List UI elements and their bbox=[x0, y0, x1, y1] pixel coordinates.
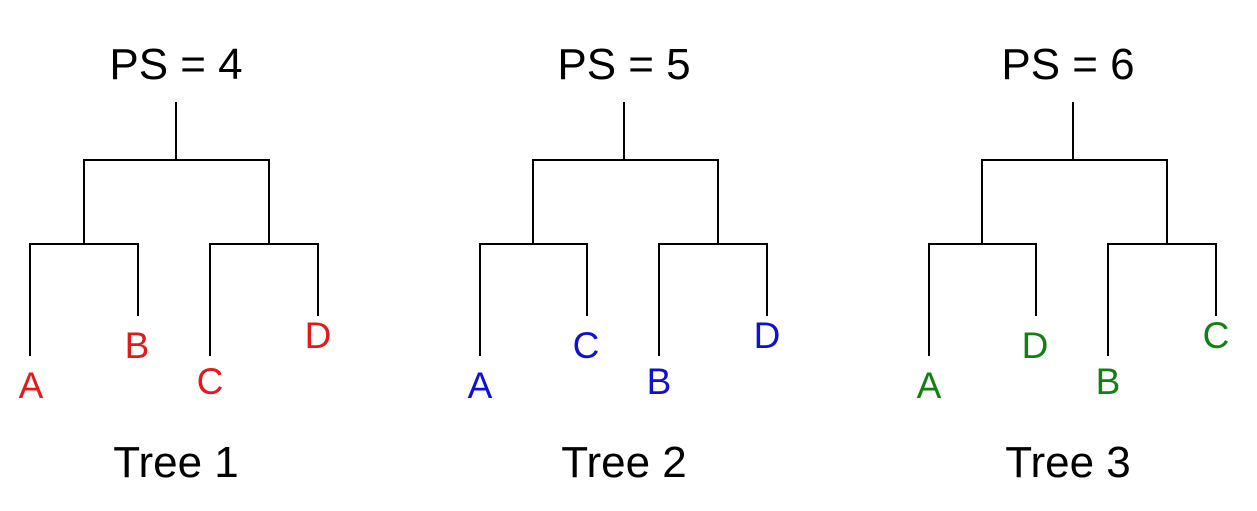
tree-3: PS = 6 A D B C Tree 3 bbox=[917, 40, 1230, 487]
tree-3-tip-d: D bbox=[1022, 325, 1049, 366]
tree-1-ps-label: PS = 4 bbox=[109, 40, 242, 89]
tree-2-tip-c: C bbox=[573, 325, 600, 366]
tree-2-ps-label: PS = 5 bbox=[557, 40, 690, 89]
tree-1-tip-a: A bbox=[19, 365, 44, 406]
tree-1-tip-c: C bbox=[197, 361, 224, 402]
tree-2-label: Tree 2 bbox=[561, 438, 687, 487]
tree-3-tip-a: A bbox=[917, 365, 942, 406]
tree-2: PS = 5 A C B D Tree 2 bbox=[468, 40, 781, 487]
tree-3-tip-c: C bbox=[1203, 315, 1230, 356]
tree-3-ps-label: PS = 6 bbox=[1001, 40, 1134, 89]
tree-1-tip-b: B bbox=[125, 325, 150, 366]
tree-3-label: Tree 3 bbox=[1005, 438, 1131, 487]
tree-1-tip-d: D bbox=[305, 315, 332, 356]
tree-2-tip-a: A bbox=[468, 365, 493, 406]
tree-1: PS = 4 A B C D Tree 1 bbox=[19, 40, 332, 487]
tree-2-tip-d: D bbox=[754, 315, 781, 356]
tree-1-branches bbox=[29, 102, 319, 356]
tree-3-branches bbox=[928, 102, 1217, 356]
tree-2-tip-b: B bbox=[647, 361, 672, 402]
tree-2-branches bbox=[479, 102, 768, 356]
tree-1-label: Tree 1 bbox=[113, 438, 239, 487]
tree-3-tip-b: B bbox=[1096, 361, 1121, 402]
